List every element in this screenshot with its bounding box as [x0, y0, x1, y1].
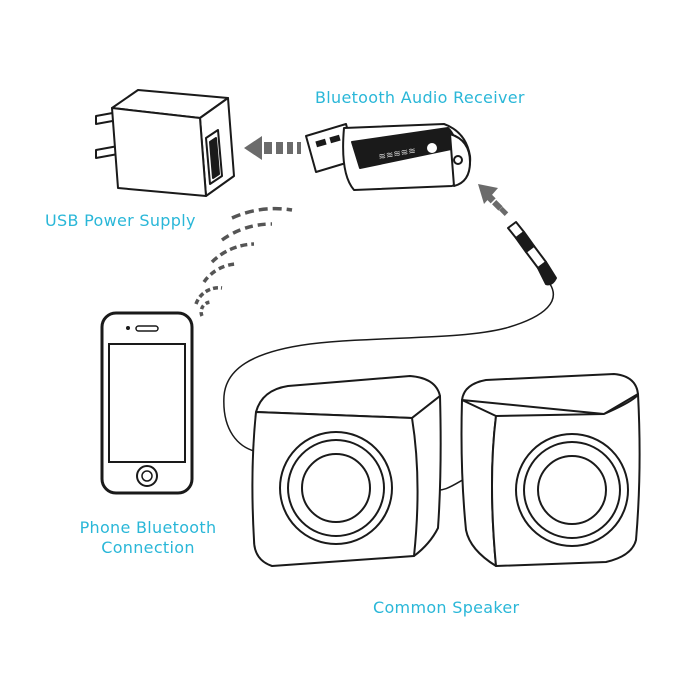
phone-label-line-2: Connection — [101, 538, 195, 557]
smartphone-icon — [100, 311, 194, 495]
bluetooth-receiver-dongle-icon: ≋≋≋≋≋ — [305, 123, 472, 191]
usb-power-label: USB Power Supply — [45, 211, 196, 230]
left-speaker — [251, 375, 442, 567]
audio-cable — [223, 283, 555, 453]
audio-jack-plug-icon — [507, 221, 557, 286]
dashed-arrow-receiver-to-adapter — [244, 136, 301, 160]
phone-label-line-1: Phone Bluetooth — [79, 518, 217, 537]
dashed-arrow-plug-to-receiver — [478, 184, 509, 216]
right-speaker — [460, 373, 641, 567]
usb-power-adapter-icon — [95, 89, 235, 197]
wireless-signal-icon — [194, 206, 293, 317]
speaker-pair-icon — [251, 373, 641, 567]
receiver-label: Bluetooth Audio Receiver — [315, 88, 525, 107]
phone-connection-label: Phone Bluetooth Connection — [64, 518, 232, 558]
speaker-label: Common Speaker — [373, 598, 520, 617]
